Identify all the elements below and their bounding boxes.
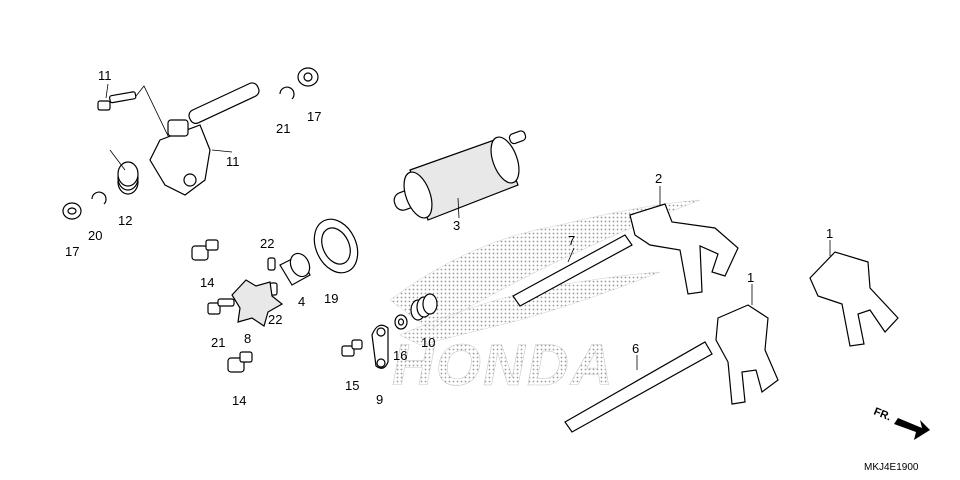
callout-1-center: 1 [747,270,754,285]
fork-shaft-part-6-icon [564,341,713,433]
honda-watermark: HONDA [389,199,701,398]
callout-3: 3 [453,218,460,233]
fork-shaft-part-7-icon [512,234,633,307]
callout-9: 9 [376,392,383,407]
callout-14-top: 14 [200,275,214,290]
callout-6: 6 [632,341,639,356]
spring-part-12-icon [109,149,139,195]
spring-part-10-icon [410,293,438,321]
front-indicator-label: FR. [872,406,893,424]
bolt-part-14-top-icon [191,239,219,261]
callout-20-top: 21 [276,121,290,136]
collar-part-4-icon [279,252,311,286]
bolt-part-15-icon [341,339,363,357]
clip-part-20-top-icon [279,86,295,100]
callout-labels: 11 11 12 20 17 21 17 3 22 22 14 4 19 8 2… [65,68,833,408]
shift-drum-part-3-icon [393,130,527,221]
washer-part-17-top-icon [297,67,319,87]
callout-17-top: 17 [307,109,321,124]
bolt-part-21-icon [207,298,235,315]
callout-20-left: 20 [88,228,102,243]
diagram-code: MKJ4E1900 [864,462,919,473]
callout-8: 8 [244,331,251,346]
callout-4: 4 [298,294,305,309]
front-direction-arrow-icon: FR. [872,406,930,440]
callout-22-top: 22 [260,236,274,251]
washer-part-17-left-icon [62,202,82,220]
callout-22-bottom: 22 [268,312,282,327]
stopper-plate-part-8-icon [231,279,284,327]
callout-7: 7 [568,233,575,248]
callout-21: 21 [211,335,225,350]
bearing-part-19-icon [313,218,359,274]
watermark-text: HONDA [392,333,615,398]
callout-12: 12 [118,213,132,228]
callout-11: 11 [226,154,240,169]
shift-fork-part-2-icon [629,203,739,295]
bolt-part-14-bottom-icon [227,351,253,373]
callout-10: 10 [421,335,435,350]
callout-2: 2 [655,171,662,186]
shift-fork-part-1-right-icon [809,251,899,347]
callout-13: 11 [98,68,112,83]
callout-15: 15 [345,378,359,393]
callout-16: 16 [393,348,407,363]
washer-part-16-icon [394,314,408,330]
bolt-part-13-icon [97,91,137,111]
callout-17-left: 17 [65,244,79,259]
pin-part-22-top-icon [267,257,276,271]
shift-spindle-part-11-icon [149,82,260,196]
shift-fork-part-1-center-icon [715,304,779,405]
clip-part-20-left-icon [91,191,107,205]
stopper-arm-part-9-icon [371,324,389,369]
callout-1-right: 1 [826,226,833,241]
callout-14-bottom: 14 [232,393,246,408]
callout-19: 19 [324,291,338,306]
